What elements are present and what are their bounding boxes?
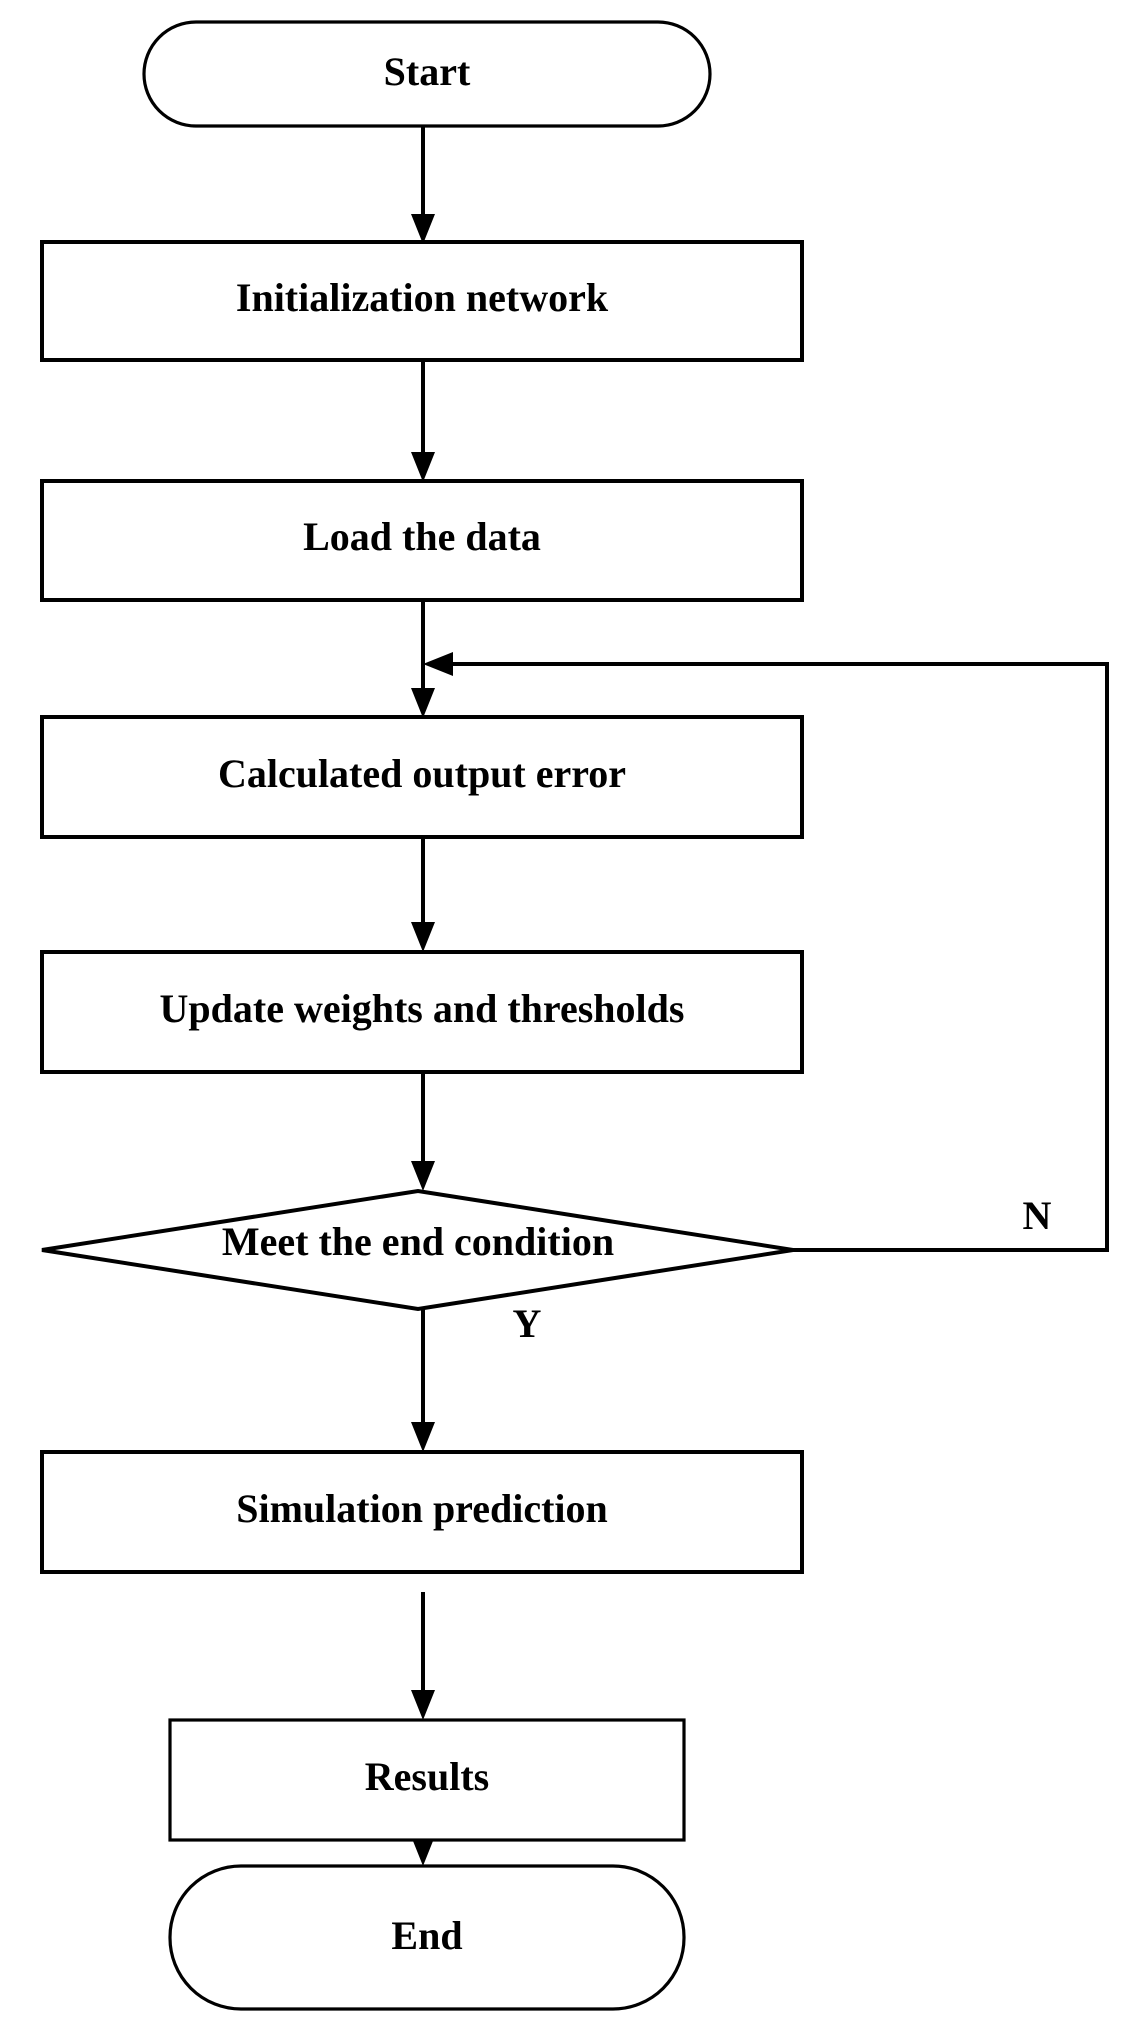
node-simulation-prediction[interactable]: Simulation prediction [40, 1450, 804, 1574]
node-update-weights-and-thresholds-label: Update weights and thresholds [160, 986, 685, 1031]
edge-condition-no-feedback-loop [423, 652, 1109, 1252]
node-load-the-data[interactable]: Load the data [40, 479, 804, 602]
edge-load-to-calcerr [411, 600, 435, 718]
node-initialization-network-label: Initialization network [236, 275, 609, 320]
node-calculated-output-error-label: Calculated output error [218, 751, 626, 796]
branch-label-yes: Y [513, 1301, 542, 1346]
node-calculated-output-error[interactable]: Calculated output error [40, 715, 804, 839]
edge-update-to-condition [411, 1072, 435, 1191]
edge-calcerr-to-update [411, 837, 435, 952]
node-results[interactable]: Results [168, 1718, 686, 1842]
node-simulation-prediction-label: Simulation prediction [236, 1486, 608, 1531]
node-initialization-network[interactable]: Initialization network [40, 240, 804, 362]
edge-simulate-to-results [411, 1592, 435, 1720]
node-update-weights-and-thresholds[interactable]: Update weights and thresholds [40, 950, 804, 1074]
branch-label-no: N [1023, 1193, 1052, 1238]
node-load-the-data-label: Load the data [303, 514, 541, 559]
edge-results-to-end-main [411, 1836, 435, 1866]
node-start-label: Start [384, 49, 471, 94]
edge-init-to-load [411, 360, 435, 482]
node-end-label: End [391, 1913, 462, 1958]
node-results-label: Results [365, 1754, 489, 1799]
edge-start-to-init [411, 126, 435, 244]
edge-condition-yes-to-simulate [411, 1309, 435, 1452]
node-meet-the-end-condition-label: Meet the end condition [222, 1219, 614, 1264]
node-start[interactable]: Start [142, 20, 712, 128]
node-end[interactable]: End [168, 1864, 686, 2011]
connector-layer [411, 126, 1109, 1866]
node-meet-the-end-condition[interactable]: Meet the end condition [41, 1188, 794, 1312]
